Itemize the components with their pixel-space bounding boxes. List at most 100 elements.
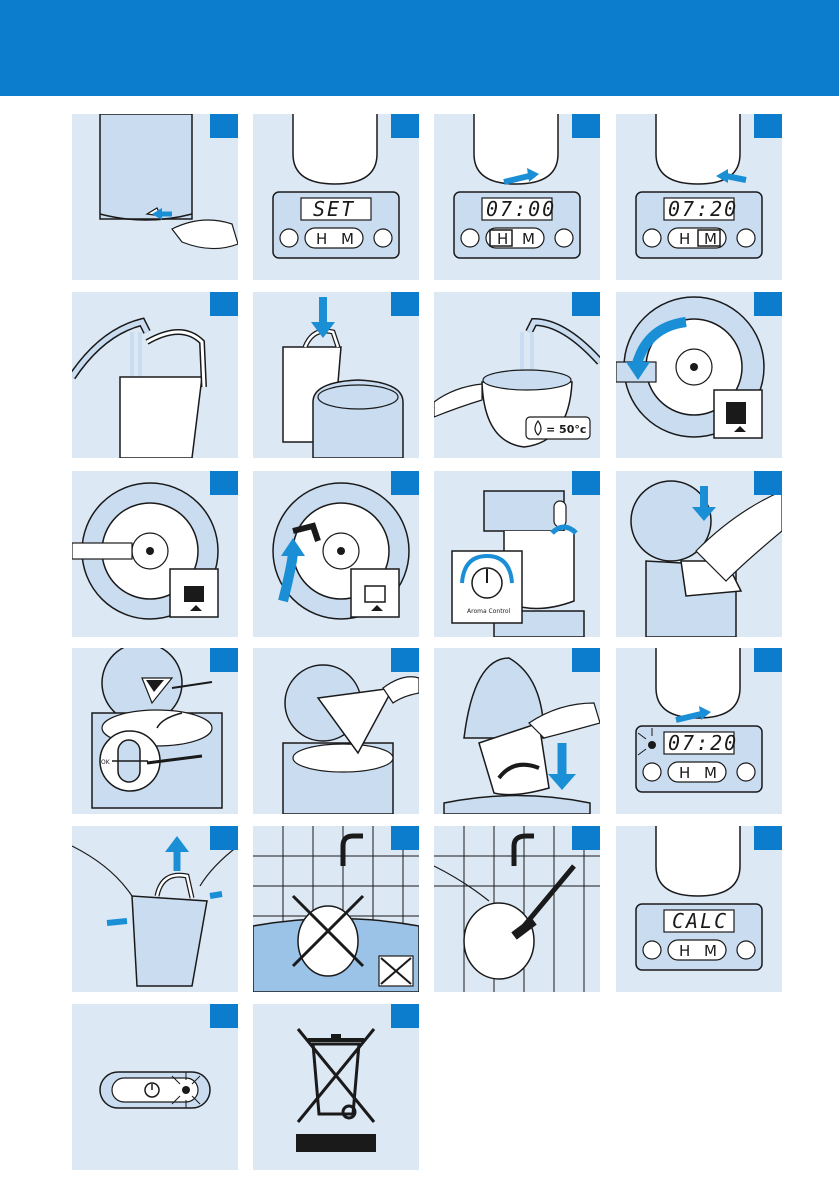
black-bar	[296, 1134, 376, 1152]
ok-label: OK	[101, 759, 111, 766]
panel-21	[72, 1004, 238, 1170]
minute-button[interactable]: M	[704, 764, 717, 782]
bin-icon	[311, 1042, 361, 1116]
panel-5	[72, 292, 238, 458]
step-number-badge	[572, 826, 600, 850]
hour-button[interactable]: H	[679, 942, 690, 960]
insert-filter-illustration	[282, 664, 419, 814]
timer-icon	[460, 228, 480, 248]
step-number-badge	[210, 1004, 238, 1028]
step-number-badge	[391, 648, 419, 672]
lid-closed-illustration	[72, 482, 219, 620]
panel-14	[253, 648, 419, 814]
hour-button[interactable]: H	[679, 764, 690, 782]
power-icon	[144, 1082, 160, 1098]
panel-17	[72, 826, 238, 992]
minute-setting-illustration: 07:20 H M	[635, 114, 763, 259]
step-number-badge	[754, 292, 782, 316]
remove-tank-illustration	[72, 836, 238, 987]
panel-2: SET H M	[253, 114, 419, 280]
remove-filter-illustration	[443, 657, 600, 814]
step-number-badge	[210, 114, 238, 138]
power-icon	[736, 228, 756, 248]
lcd-display: 07:20	[668, 731, 738, 755]
step-number-badge	[391, 826, 419, 850]
hour-button[interactable]: H	[316, 230, 327, 248]
minute-button[interactable]: M	[704, 942, 717, 960]
lid-rotate-illustration	[272, 482, 410, 620]
panel-3: 07:00 H M	[434, 114, 600, 280]
timer-icon	[642, 940, 662, 960]
panel-16: 07:20 H M	[616, 648, 782, 814]
panel-12	[616, 471, 782, 637]
rinse-jug-illustration: = 50°c	[434, 317, 600, 448]
timer-icon	[642, 762, 662, 782]
step-number-badge	[391, 1004, 419, 1028]
hour-button[interactable]: H	[679, 230, 690, 248]
indicator-light-icon	[182, 1086, 190, 1094]
add-coffee-illustration: OK	[91, 648, 223, 809]
step-number-badge	[754, 471, 782, 495]
step-number-badge	[391, 471, 419, 495]
panel-9	[72, 471, 238, 637]
step-number-badge	[754, 114, 782, 138]
power-icon	[554, 228, 574, 248]
step-number-badge	[210, 648, 238, 672]
brush-icon	[522, 864, 576, 928]
weee-illustration	[296, 1028, 376, 1152]
calc-display-illustration: CALC H M	[635, 826, 763, 971]
step-number-badge	[572, 471, 600, 495]
cross-icon	[296, 1028, 376, 1123]
power-icon	[736, 940, 756, 960]
indicator-light-icon	[648, 741, 656, 749]
lcd-display: 07:20	[668, 197, 738, 221]
instruction-grid: SET H M 07:00 H M	[72, 114, 782, 1170]
jug-outline-icon	[364, 585, 386, 603]
panel-18	[253, 826, 419, 992]
power-icon	[373, 228, 393, 248]
header-bar	[0, 0, 839, 96]
timer-set-illustration: 07:20 H M	[635, 648, 763, 793]
set-display-illustration: SET H M	[272, 114, 400, 259]
panel-7: = 50°c	[434, 292, 600, 458]
aroma-control-illustration: Aroma Control	[451, 490, 585, 637]
hour-setting-illustration: 07:00 H M	[453, 114, 581, 259]
minute-button[interactable]: M	[704, 230, 717, 248]
fill-tank-illustration	[72, 317, 207, 458]
step-number-badge	[210, 826, 238, 850]
panel-19	[434, 826, 600, 992]
timer-icon	[279, 228, 299, 248]
jug-icon	[184, 586, 204, 602]
step-number-badge	[210, 292, 238, 316]
drop-icon	[534, 419, 542, 436]
lid-open-illustration	[616, 296, 765, 439]
panel-22	[253, 1004, 419, 1170]
panel-20: CALC H M	[616, 826, 782, 992]
step-number-badge	[754, 826, 782, 850]
panel-8	[616, 292, 782, 458]
filter-holder-illustration	[630, 480, 782, 637]
panel-11: Aroma Control	[434, 471, 600, 637]
timer-icon	[642, 228, 662, 248]
lcd-display: CALC	[672, 909, 728, 933]
insert-tank-illustration	[282, 297, 404, 458]
step-number-badge	[572, 648, 600, 672]
panel-13: OK	[72, 648, 238, 814]
cross-icon	[291, 894, 365, 968]
panel-4: 07:20 H M	[616, 114, 782, 280]
clean-jug-illustration	[434, 826, 600, 992]
no-dishwasher-illustration	[253, 826, 419, 992]
step-number-badge	[572, 114, 600, 138]
power-icon	[736, 762, 756, 782]
panel-10	[253, 471, 419, 637]
panel-15	[434, 648, 600, 814]
lcd-display: 07:00	[486, 197, 556, 221]
step-number-badge	[210, 471, 238, 495]
minute-button[interactable]: M	[522, 230, 535, 248]
step-number-badge	[391, 292, 419, 316]
minute-button[interactable]: M	[341, 230, 354, 248]
step-number-badge	[391, 114, 419, 138]
hour-button[interactable]: H	[497, 230, 508, 248]
aroma-control-label: Aroma Control	[467, 608, 511, 615]
power-light-illustration	[99, 1071, 211, 1109]
